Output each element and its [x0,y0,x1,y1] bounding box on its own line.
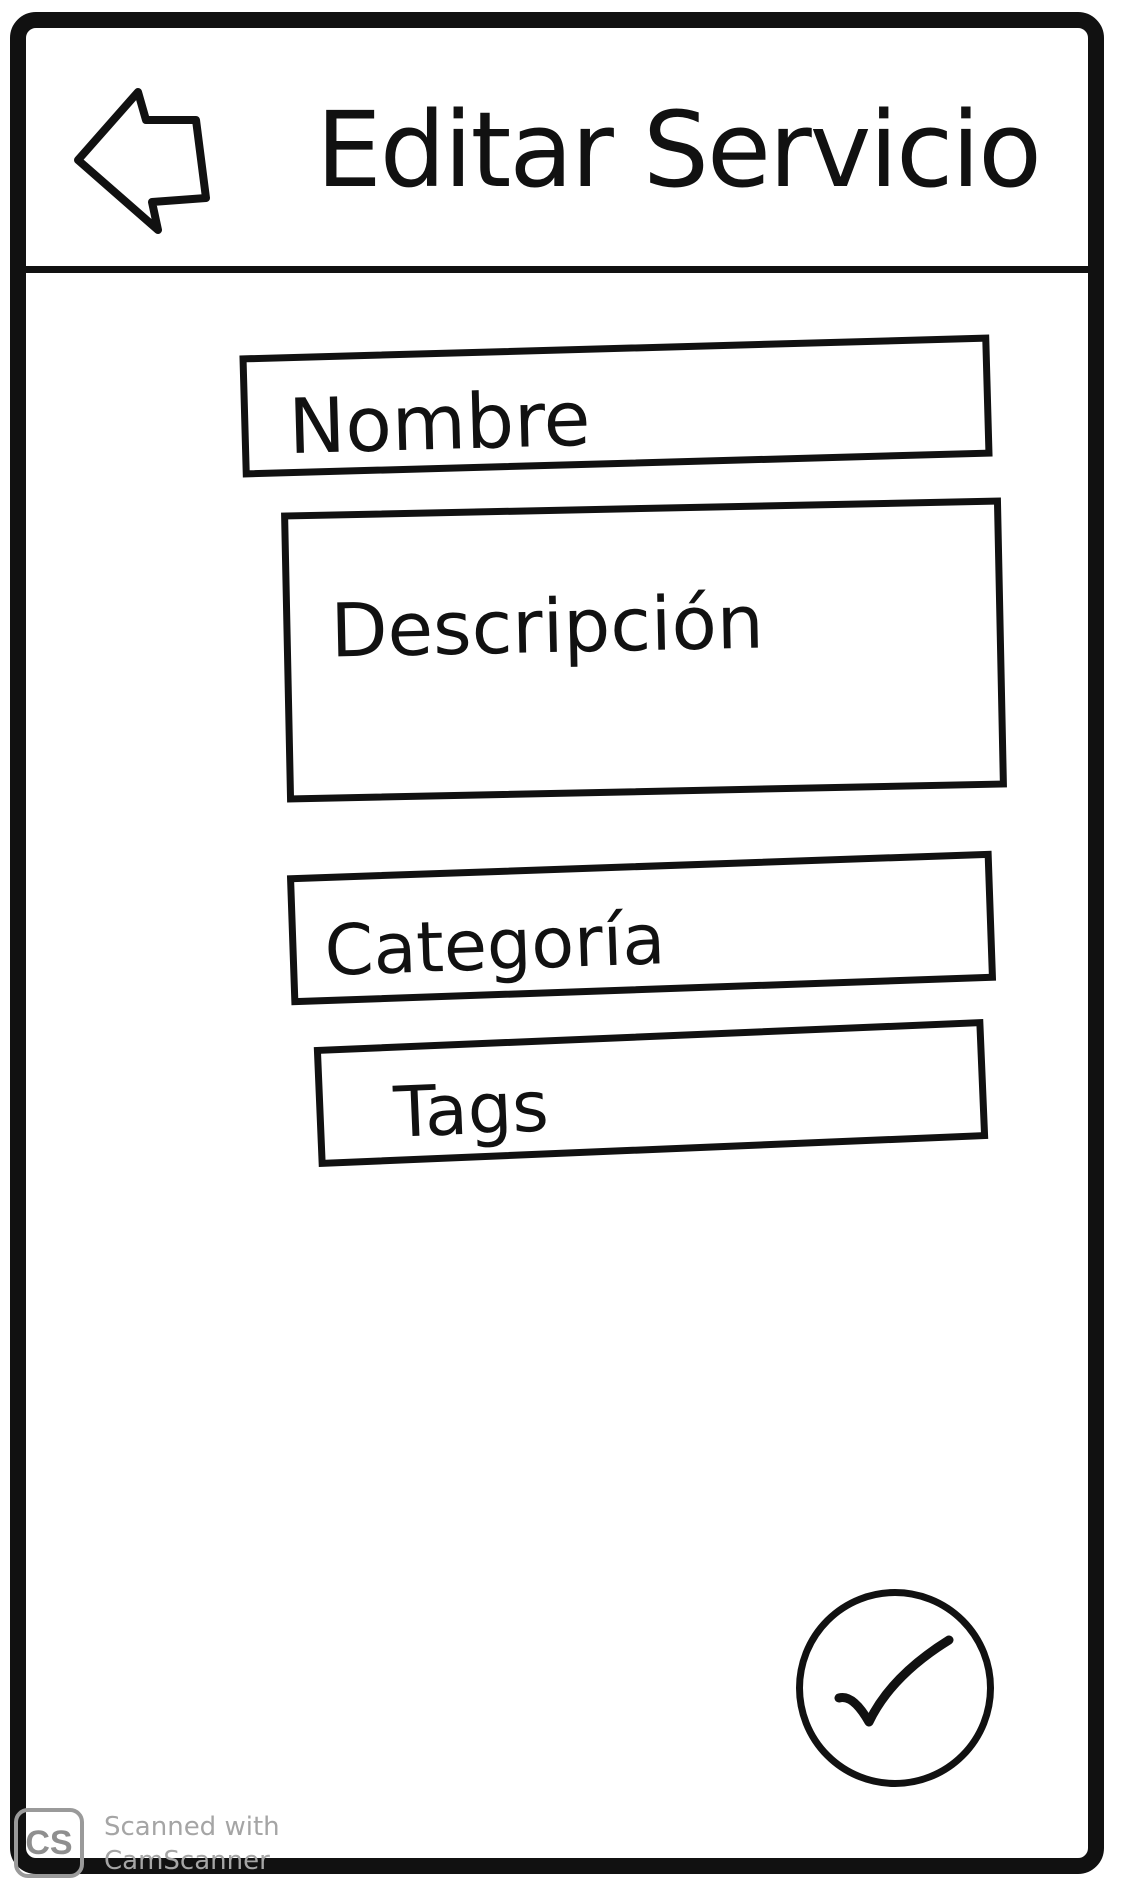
confirm-button[interactable] [796,1589,994,1787]
camscanner-watermark: CS Scanned with CamScanner [14,1808,314,1884]
page-title: Editar Servicio [316,89,1042,211]
tags-field-box [313,1019,989,1167]
watermark-text: Scanned with CamScanner [104,1810,314,1878]
app-header: Editar Servicio [26,28,1088,273]
back-button[interactable] [68,80,228,240]
phone-frame: Editar Servicio [10,12,1104,1874]
description-field-box [281,497,1007,803]
description-textarea[interactable] [288,504,1000,796]
name-field-box [239,334,993,478]
tags-input[interactable] [321,1026,981,1160]
name-input[interactable] [246,341,986,471]
checkmark-icon [834,1635,954,1727]
category-input[interactable] [294,857,989,999]
edit-service-form [26,273,1088,1858]
back-arrow-icon [74,88,210,234]
category-field-box [286,850,997,1006]
watermark-line-1: Scanned with [104,1812,280,1842]
watermark-line-2: CamScanner [104,1846,270,1876]
camscanner-logo: CS [14,1808,84,1878]
